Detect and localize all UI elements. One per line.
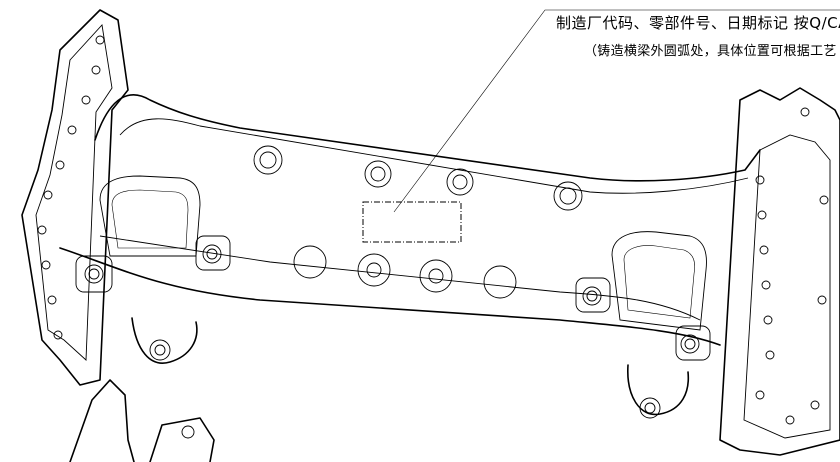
right-lower-lug [627,364,690,416]
marking-area [362,201,462,243]
partial-view-bracket [149,417,215,462]
left-pocket-inner [111,189,189,249]
marking-note-line1: 制造厂代码、零部件号、日期标记 按Q/CA [556,14,840,32]
partial-view-flange [69,379,135,462]
beam-bottom-edge [59,247,721,346]
marking-note-line2: （铸造横梁外圆弧处，具体位置可根据工艺 [584,44,837,59]
left-pocket [99,175,201,257]
left-flange-bolts [37,35,105,340]
beam-top-inner [119,118,749,194]
right-pocket [611,231,707,331]
right-pocket-inner [623,245,695,319]
right-flange-bolts [755,107,829,425]
beam-top-edge [94,94,761,182]
left-flange-inner [35,24,113,361]
beam-holes [75,145,711,419]
left-lower-lug [131,317,198,364]
right-flange-inner [743,134,831,439]
right-flange [719,87,840,456]
partial-view-hole [181,425,195,439]
left-flange [21,9,129,386]
leader-line [393,9,840,213]
beam-mid-edge [99,235,701,321]
